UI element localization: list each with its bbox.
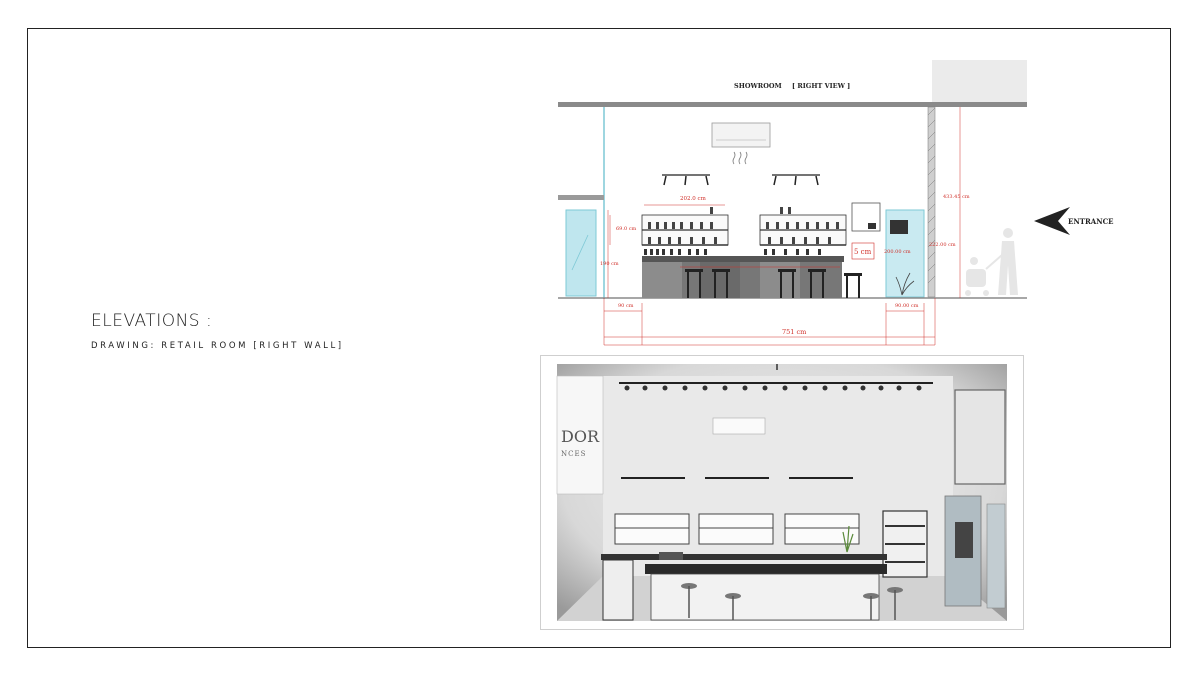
left-door-height-dim: 190 cm (600, 261, 619, 267)
track-light-right (772, 174, 820, 186)
sign-box (851, 242, 875, 260)
track-spotlights (624, 385, 922, 391)
right-door-height-dim: 222.00 cm (929, 242, 956, 248)
left-ledge (558, 195, 604, 200)
brand-text-2: NCES (561, 450, 586, 458)
shelf-unit-left (641, 207, 729, 246)
plant-icon (842, 525, 854, 553)
ac-airflow-icon (732, 151, 748, 165)
left-shelf-height-dim: 69.0 cm (616, 226, 637, 232)
brand-panel (556, 375, 604, 495)
elevation-drawing: SHOWROOM [ RIGHT VIEW ] 202.0 cm (540, 55, 1140, 355)
register (659, 552, 683, 560)
bar-stools (685, 269, 862, 298)
person-silhouette-icon (965, 228, 1018, 296)
page-title: ELEVATIONS : (91, 311, 213, 331)
ceiling-slab (558, 102, 1027, 107)
left-door-width-dim: 90 cm (618, 303, 634, 309)
page-frame (27, 28, 1171, 648)
right-wall-height-dim: 433.45 cm (943, 194, 970, 200)
front-counter-body (650, 573, 880, 621)
side-dim: 200.00 cm (884, 249, 911, 255)
front-counter-top (645, 564, 887, 574)
shelf-units (614, 513, 860, 545)
counter-top (642, 256, 844, 262)
right-wall-hatch (927, 107, 936, 284)
plant-icon (895, 272, 915, 296)
wall-art-frame (954, 389, 1006, 485)
ac-unit (711, 122, 771, 148)
back-counter (601, 554, 887, 560)
tv-unit (890, 220, 908, 234)
entrance-arrow-icon (1034, 207, 1070, 235)
right-wall (927, 106, 936, 298)
entrance-label: ENTRANCE (1068, 217, 1114, 226)
view-subtitle: [ RIGHT VIEW ] (792, 82, 850, 90)
bar-stools (681, 583, 903, 620)
track-light-left (662, 174, 710, 186)
sign-height-dim: 5 cm (854, 248, 872, 256)
interior-render: DOR NCES (540, 355, 1024, 630)
brand-text-1: DOR (561, 427, 600, 446)
ac-unit (712, 417, 766, 435)
right-door-width-dim: 90.00 cm (895, 303, 919, 309)
ceiling-block (932, 60, 1027, 105)
bottle-row (644, 249, 821, 255)
shelf-unit-right (759, 207, 847, 246)
page-subtitle: DRAWING: RETAIL ROOM [RIGHT WALL] (91, 341, 344, 351)
total-width-dim: 751 cm (782, 328, 806, 336)
glass-reflection (571, 234, 589, 271)
view-title: SHOWROOM (734, 82, 782, 90)
shelf-width-dim: 202.0 cm (680, 196, 707, 202)
tv-screen (955, 522, 973, 558)
left-glass-door (565, 209, 597, 297)
